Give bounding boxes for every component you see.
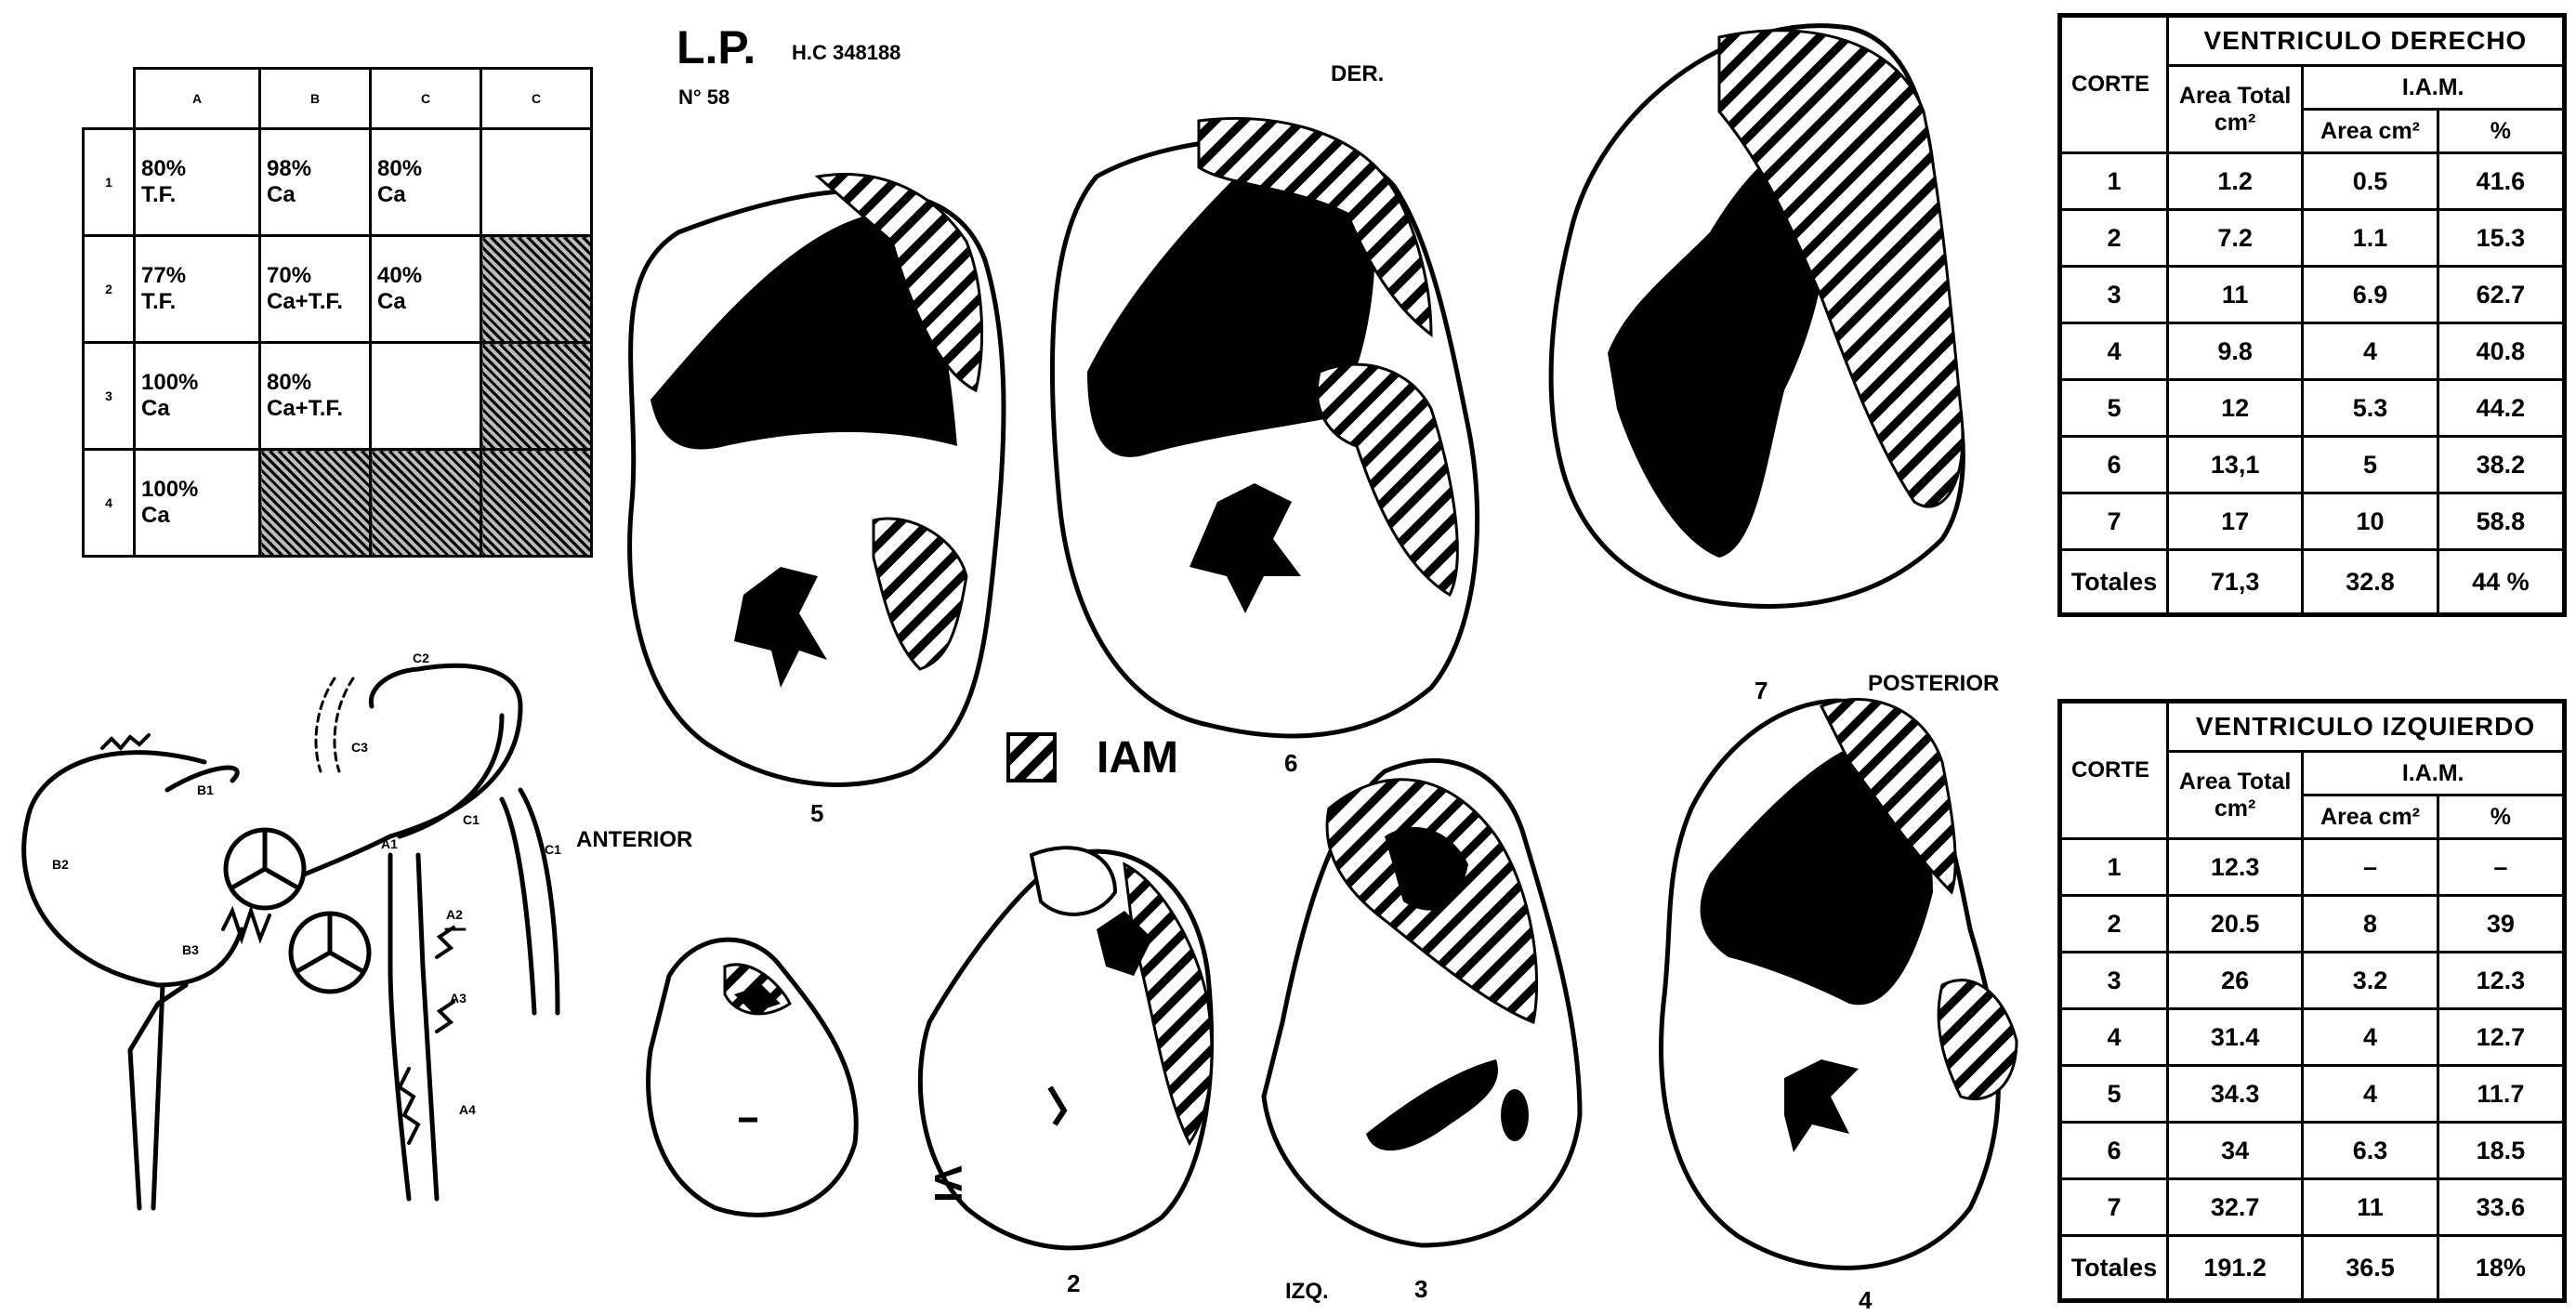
label-vi-section2: VI bbox=[926, 1165, 970, 1203]
coronary-label: A1 bbox=[381, 836, 398, 851]
area-total-header: Area Total cm² bbox=[2167, 66, 2302, 153]
area-cm-header: Area cm² bbox=[2303, 110, 2438, 153]
iam-header: I.A.M. bbox=[2303, 66, 2565, 110]
coronary-label: A4 bbox=[459, 1102, 476, 1117]
label-vi-section7: VI bbox=[1650, 413, 1695, 450]
section-number: 4 bbox=[1859, 1286, 1872, 1315]
section-number: 6 bbox=[1284, 749, 1297, 778]
coronary-label: C2 bbox=[413, 651, 429, 665]
heart-section-7 bbox=[1551, 26, 1963, 607]
coronary-label: B1 bbox=[197, 782, 214, 797]
corte-header: CORTE bbox=[2060, 702, 2168, 839]
legend-label: IAM bbox=[1097, 732, 1178, 783]
label-anterior: ANTERIOR bbox=[576, 827, 692, 853]
heart-section-6 bbox=[1052, 119, 1477, 736]
pct-header: % bbox=[2438, 110, 2564, 153]
area-cm-header: Area cm² bbox=[2303, 796, 2438, 839]
coronary-label: B3 bbox=[182, 942, 199, 957]
heart-section-5 bbox=[630, 175, 1004, 785]
section-number: 7 bbox=[1755, 677, 1768, 705]
coronary-label: A3 bbox=[450, 991, 467, 1006]
section-number: 3 bbox=[1414, 1275, 1427, 1304]
iam-header: I.A.M. bbox=[2303, 752, 2565, 796]
section-number: 5 bbox=[810, 799, 823, 828]
table-title: VENTRICULO DERECHO bbox=[2167, 16, 2564, 66]
table-title: VENTRICULO IZQUIERDO bbox=[2167, 702, 2564, 752]
area-total-header: Area Total cm² bbox=[2167, 752, 2302, 839]
heart-section-4 bbox=[1662, 700, 2017, 1269]
coronary-label: B2 bbox=[52, 857, 69, 872]
label-der: DER. bbox=[1331, 61, 1384, 87]
heart-section-3 bbox=[1264, 760, 1580, 1245]
pct-header: % bbox=[2438, 796, 2564, 839]
ventriculo-derecho-table: CORTE VENTRICULO DERECHO Area Total cm² … bbox=[2057, 13, 2567, 617]
ventriculo-izquierdo-table: CORTE VENTRICULO IZQUIERDO Area Total cm… bbox=[2057, 699, 2567, 1303]
heart-section-1 bbox=[649, 940, 857, 1215]
iam-legend-swatch bbox=[1008, 734, 1055, 781]
coronary-label: A2 bbox=[446, 907, 463, 922]
coronary-label: C3 bbox=[351, 740, 368, 755]
section-number: 2 bbox=[1067, 1269, 1080, 1298]
coronary-label: C1 bbox=[463, 812, 480, 827]
label-izq: IZQ. bbox=[1285, 1279, 1329, 1305]
coronary-tree-diagram bbox=[24, 665, 558, 1208]
label-posterior: POSTERIOR bbox=[1868, 671, 1999, 697]
corte-header: CORTE bbox=[2060, 16, 2168, 153]
coronary-label: C1 bbox=[545, 842, 561, 857]
